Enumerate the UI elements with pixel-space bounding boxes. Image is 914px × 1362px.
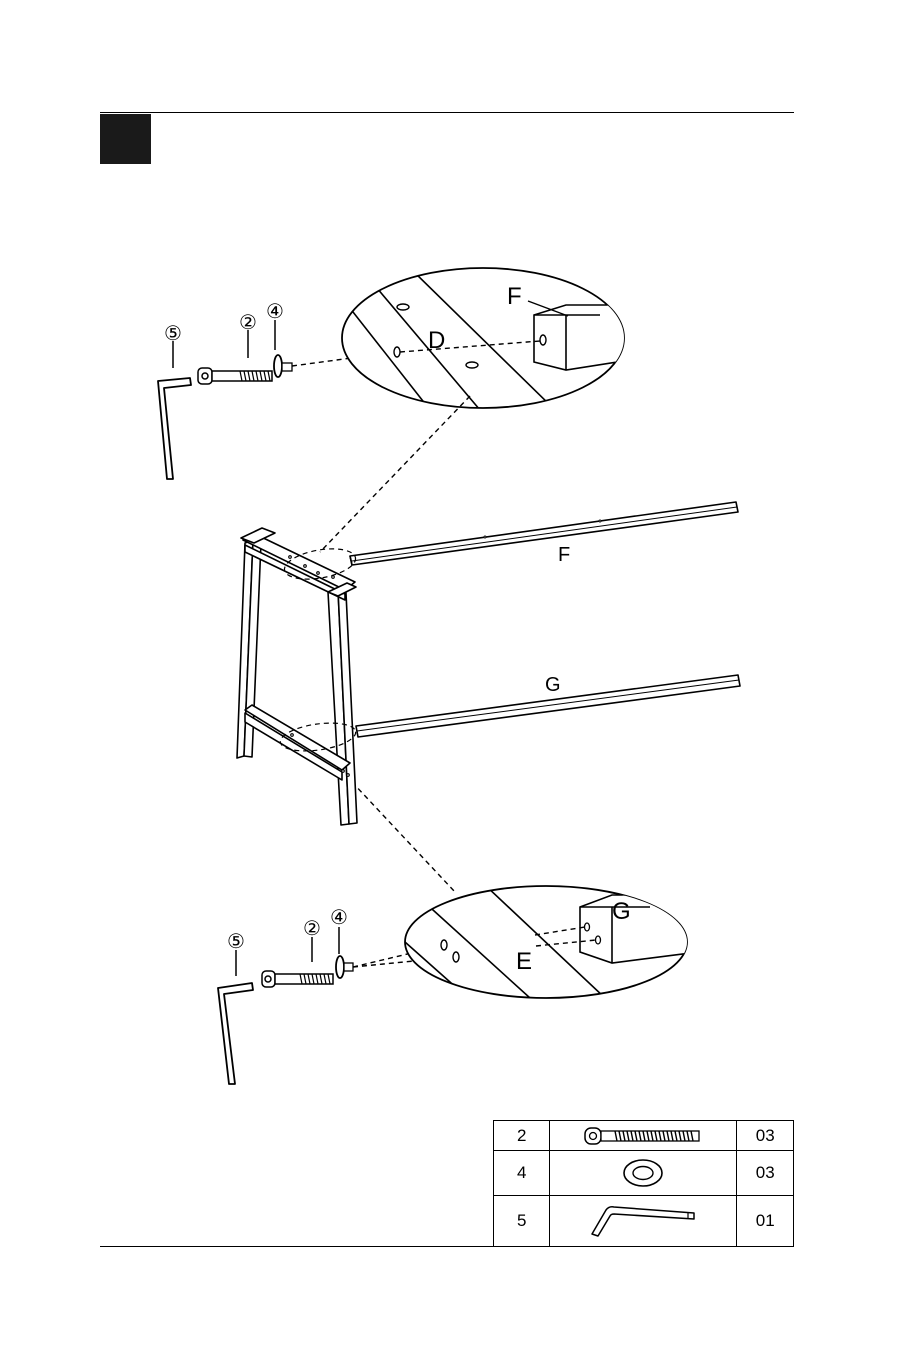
label-panel-d: D — [428, 327, 445, 354]
frame-assembly — [237, 502, 740, 825]
bolt-icon — [262, 971, 333, 987]
part-quantity: 03 — [737, 1151, 794, 1196]
part-number: 4 — [494, 1151, 550, 1196]
part-image — [550, 1196, 737, 1247]
washer-icon — [336, 956, 344, 978]
callout-washer: ④ — [330, 907, 348, 929]
label-rail-g: G — [545, 674, 561, 696]
bolt-icon — [583, 1126, 703, 1146]
label-panel-e: E — [516, 948, 532, 975]
label-rail-f-detail: F — [507, 283, 522, 310]
bolt-icon — [198, 368, 272, 384]
callout-tool: ⑤ — [164, 323, 182, 345]
callout-bolt: ② — [303, 918, 321, 940]
table-row: 5 01 — [494, 1196, 794, 1247]
top-detail: ⑤ ② ④ D F — [158, 268, 630, 479]
allen-key-icon — [588, 1204, 698, 1238]
part-number: 2 — [494, 1121, 550, 1151]
washer-icon — [621, 1158, 665, 1188]
allen-key-icon — [158, 378, 191, 479]
parts-table: 2 03 4 — [493, 1120, 794, 1247]
allen-key-icon — [218, 983, 253, 1084]
washer-icon — [274, 355, 282, 377]
table-row: 2 03 — [494, 1121, 794, 1151]
callout-bolt: ② — [239, 312, 257, 334]
part-image — [550, 1151, 737, 1196]
bottom-detail: ⑤ ② ④ E G — [218, 885, 690, 1084]
footer-rule — [100, 1246, 794, 1247]
label-rail-g-detail: G — [612, 898, 631, 925]
part-image — [550, 1121, 737, 1151]
callout-washer: ④ — [266, 301, 284, 323]
label-rail-f: F — [558, 544, 570, 566]
callout-tool: ⑤ — [227, 931, 245, 953]
part-number: 5 — [494, 1196, 550, 1247]
part-quantity: 03 — [737, 1121, 794, 1151]
part-quantity: 01 — [737, 1196, 794, 1247]
table-row: 4 03 — [494, 1151, 794, 1196]
